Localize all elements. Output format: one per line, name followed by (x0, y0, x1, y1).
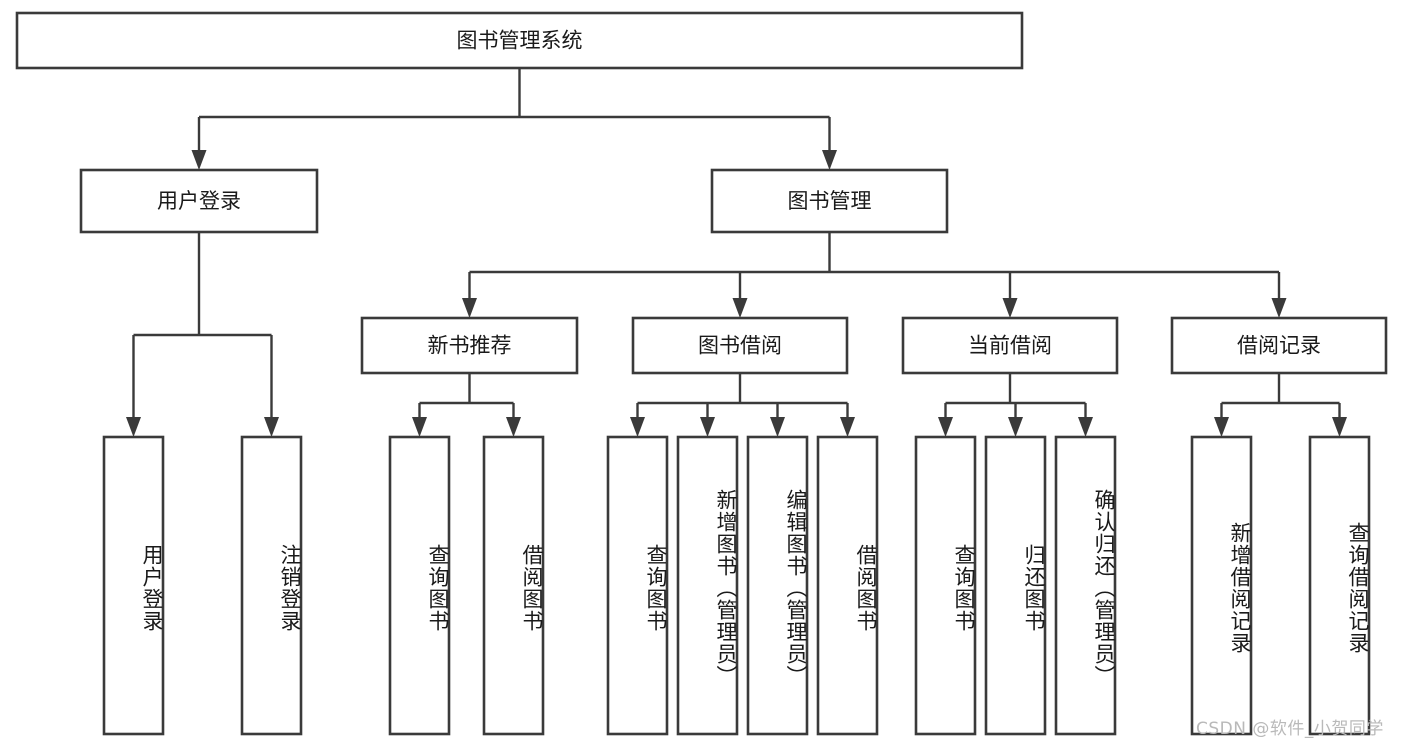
arrow-head-leaf-return-book (1008, 417, 1023, 437)
node-box-leaf-borrow-book-2[interactable] (816, 435, 879, 736)
node-label-borrow-record: 借阅记录 (1237, 334, 1321, 358)
arrow-head-borrow-record (1271, 298, 1287, 318)
node-box-leaf-user-login[interactable] (102, 435, 165, 736)
node-box-leaf-query-book-2[interactable] (606, 435, 669, 736)
arrow-head-leaf-query-record (1332, 417, 1347, 437)
arrow-head-leaf-user-login (126, 417, 141, 437)
arrow-head-leaf-query-book-3 (938, 417, 953, 437)
node-box-leaf-query-book-1[interactable] (388, 435, 451, 736)
arrow-head-leaf-add-book (700, 417, 715, 437)
node-label-current-borrow: 当前借阅 (968, 334, 1052, 358)
arrow-head-user-login (191, 150, 207, 170)
arrow-head-new-book-rec (462, 298, 477, 318)
arrow-head-current-borrow (1002, 298, 1018, 318)
node-box-book-manage[interactable] (710, 168, 949, 234)
node-box-root[interactable] (15, 11, 1024, 70)
arrow-head-leaf-borrow-book-2 (840, 417, 855, 437)
node-label-book-borrow: 图书借阅 (698, 334, 782, 358)
arrow-head-leaf-edit-book (770, 417, 785, 437)
node-box-leaf-query-book-3[interactable] (914, 435, 977, 736)
arrow-head-book-borrow (732, 298, 748, 318)
node-box-leaf-user-logout[interactable] (240, 435, 303, 736)
node-label-root: 图书管理系统 (457, 29, 583, 53)
node-box-leaf-add-record[interactable] (1190, 435, 1253, 736)
node-box-leaf-borrow-book-1[interactable] (482, 435, 545, 736)
node-label-book-manage: 图书管理 (788, 189, 872, 213)
csdn-watermark: CSDN @软件_小贺同学 (1196, 719, 1384, 739)
node-label-user-login: 用户登录 (157, 189, 241, 213)
arrow-head-book-manage (822, 150, 837, 170)
node-box-leaf-add-book[interactable] (676, 435, 739, 736)
node-box-leaf-return-book[interactable] (984, 435, 1047, 736)
arrow-head-leaf-query-book-1 (412, 417, 427, 437)
arrow-head-leaf-borrow-book-1 (506, 417, 521, 437)
connector-layer (126, 68, 1347, 437)
arrow-head-leaf-confirm-return (1078, 417, 1093, 437)
arrow-head-leaf-user-logout (264, 417, 279, 437)
node-box-current-borrow[interactable] (901, 316, 1119, 375)
node-box-borrow-record[interactable] (1170, 316, 1388, 375)
node-box-user-login[interactable] (79, 168, 319, 234)
node-box-leaf-edit-book[interactable] (746, 435, 809, 736)
node-box-new-book-rec[interactable] (360, 316, 579, 375)
node-box-book-borrow[interactable] (631, 316, 849, 375)
arrow-head-leaf-add-record (1214, 417, 1229, 437)
node-box-leaf-confirm-return[interactable] (1054, 435, 1117, 736)
node-label-new-book-rec: 新书推荐 (428, 334, 512, 358)
node-box-leaf-query-record[interactable] (1308, 435, 1371, 736)
arrow-head-leaf-query-book-2 (630, 417, 645, 437)
